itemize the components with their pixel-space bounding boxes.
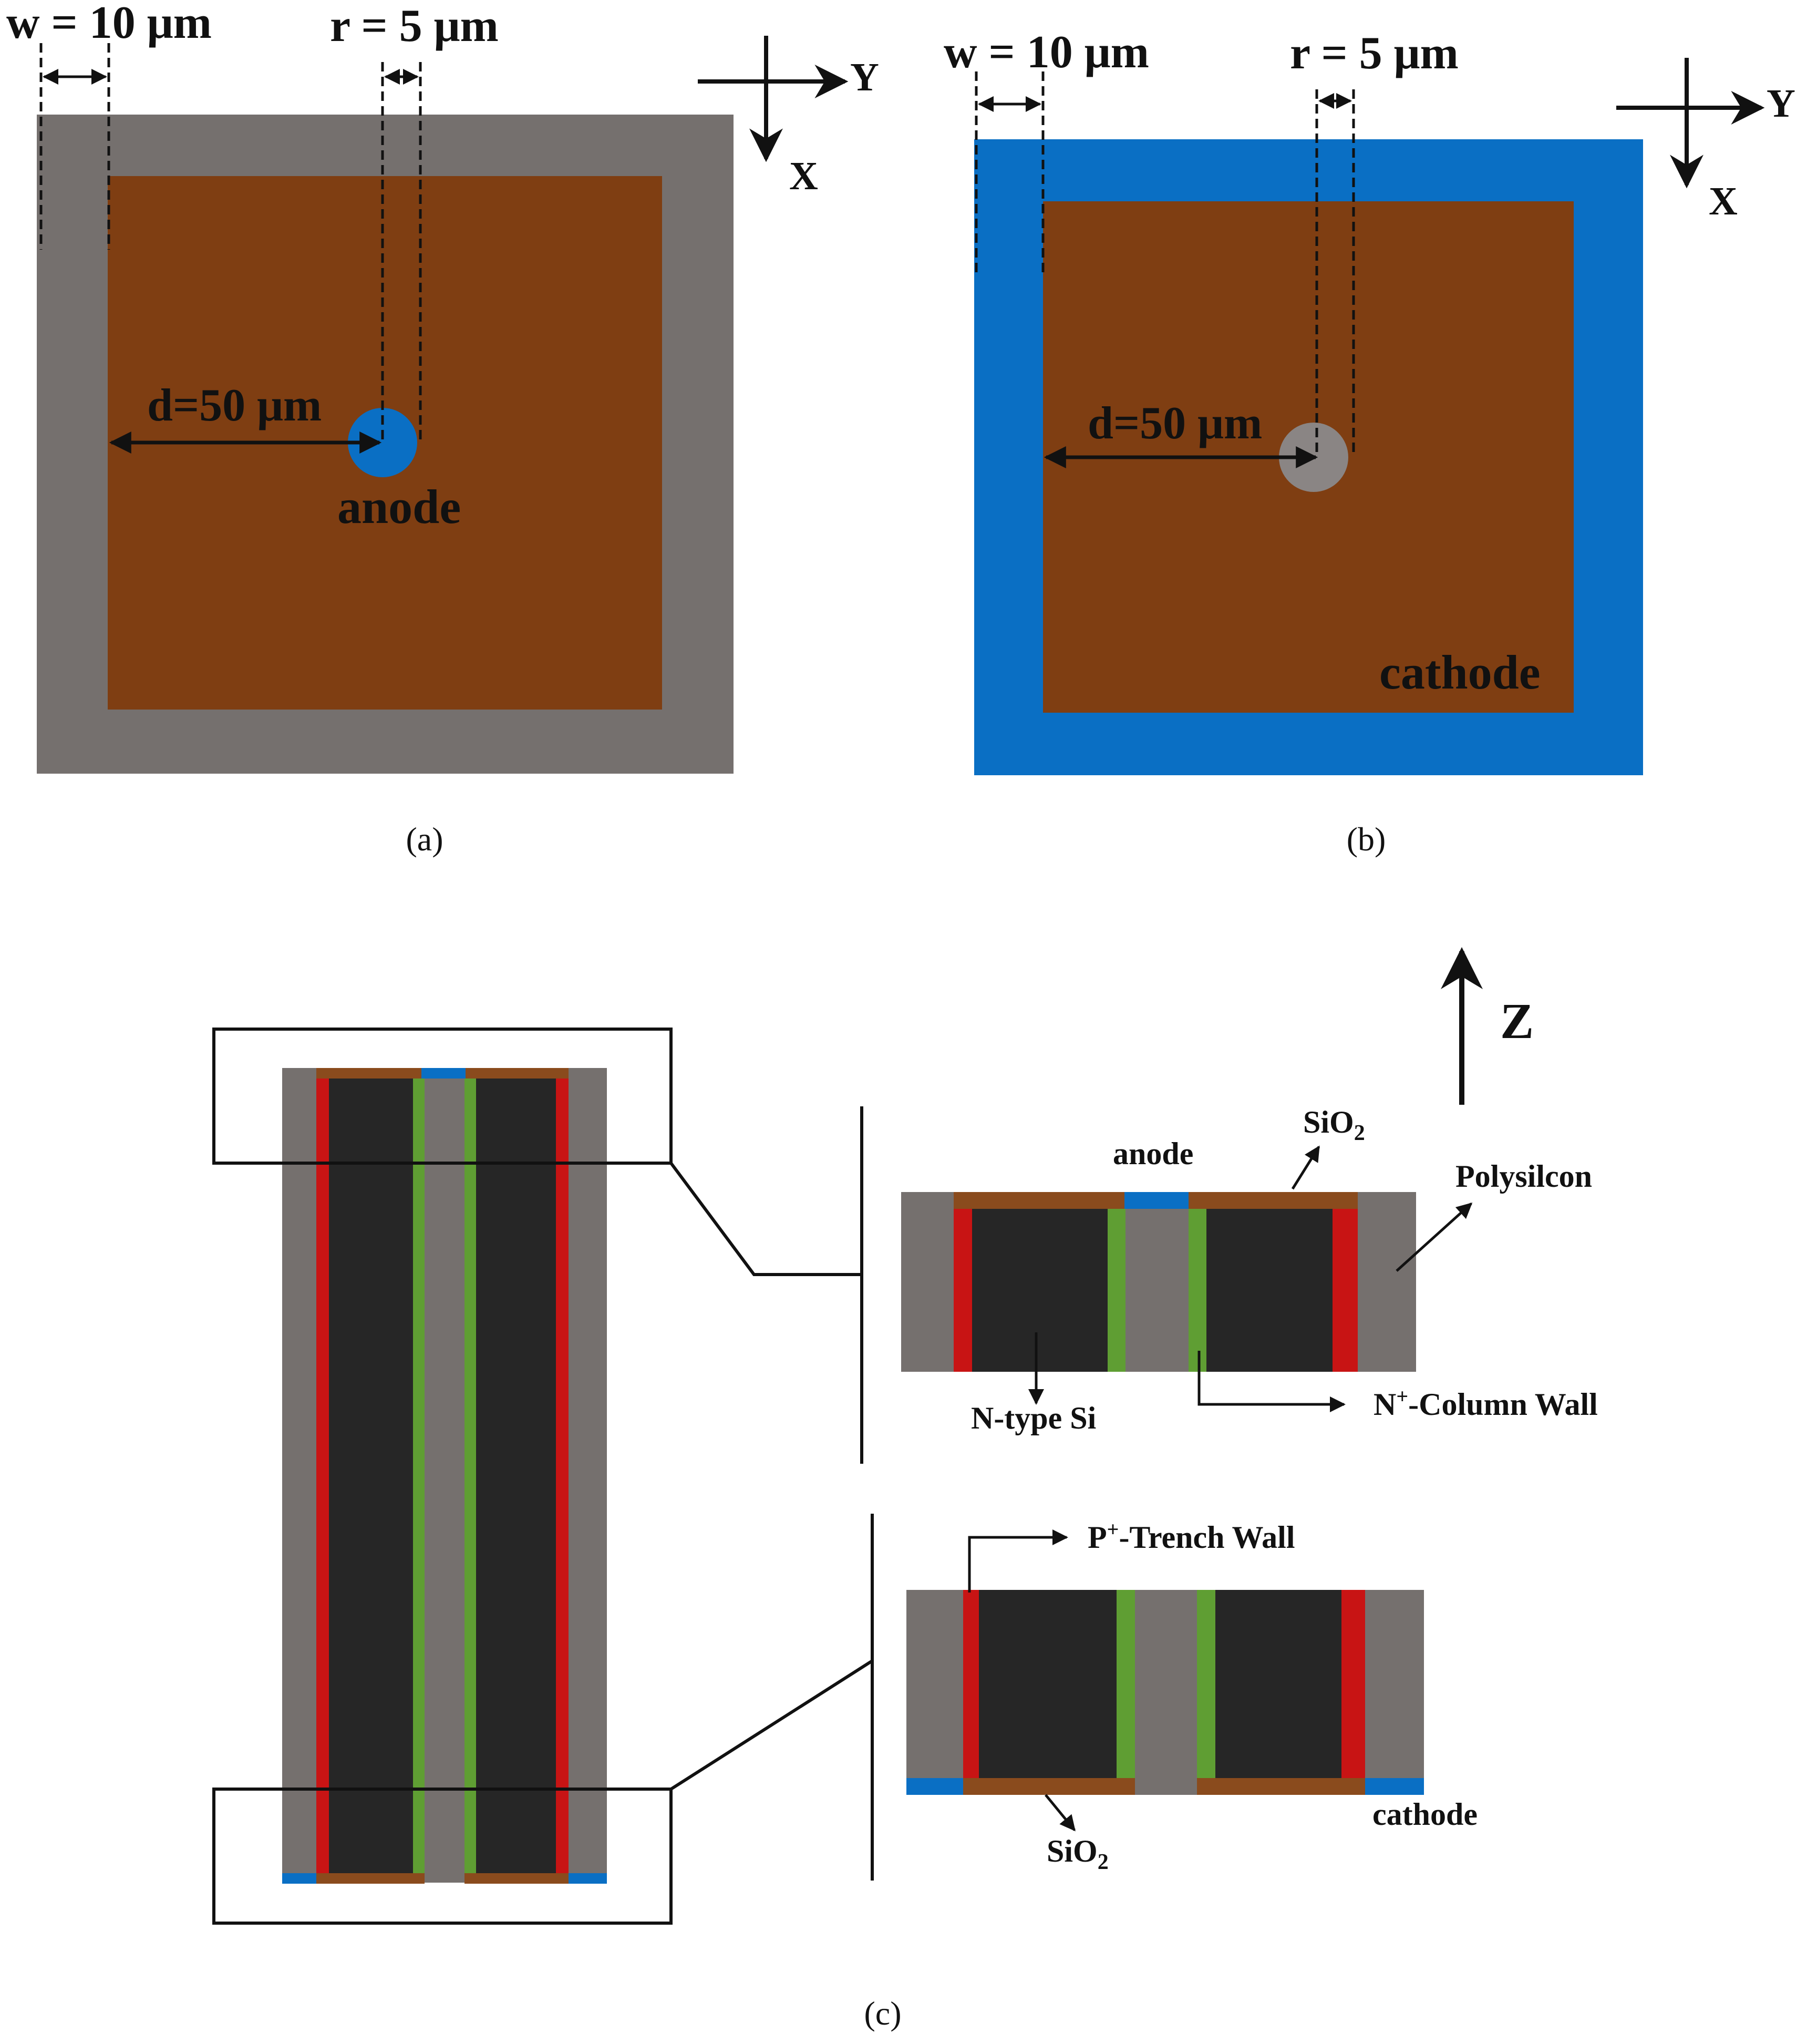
sio2-layer-right bbox=[1189, 1192, 1358, 1209]
panel-b: w = 10 μm r = 5 μm d=50 μm cathode Y X (… bbox=[944, 27, 1795, 858]
n-plus-column-wall-left bbox=[1108, 1209, 1125, 1372]
n-type-si-right bbox=[476, 1079, 556, 1873]
caption-c: (c) bbox=[864, 1995, 901, 2032]
anode-layer bbox=[1124, 1192, 1189, 1209]
sio2-top-left bbox=[316, 1068, 421, 1079]
sio2-bottom-right bbox=[464, 1873, 569, 1884]
n-type-label: N-type Si bbox=[971, 1401, 1096, 1435]
sio2-layer-left bbox=[954, 1192, 1124, 1209]
zoom-connector-bottom bbox=[670, 1659, 873, 1791]
r-label: r = 5 μm bbox=[330, 1, 499, 52]
anode-contact bbox=[348, 408, 417, 477]
p-plus-pointer bbox=[968, 1529, 1068, 1593]
n-type-si-right bbox=[1206, 1209, 1333, 1372]
polysilicon-pointer bbox=[1396, 1202, 1473, 1272]
d-label: d=50 μm bbox=[147, 380, 322, 431]
sio2-layer-right bbox=[1197, 1778, 1365, 1795]
anode-label: anode bbox=[1113, 1136, 1193, 1171]
n-plus-pointer bbox=[1197, 1351, 1346, 1412]
panel-a: w = 10 μm r = 5 μm d=50 μm anode Y X (a) bbox=[6, 0, 879, 858]
sio2-pointer bbox=[1045, 1794, 1076, 1832]
z-axis-label: Z bbox=[1500, 993, 1534, 1049]
n-type-si-left bbox=[329, 1079, 413, 1873]
zoom-box-top bbox=[212, 1028, 673, 1165]
cathode-bottom-right bbox=[569, 1873, 607, 1884]
n-plus-column-wall-left bbox=[1117, 1590, 1135, 1778]
y-axis-label: Y bbox=[1767, 81, 1795, 126]
p-plus-trench-wall-right bbox=[1341, 1590, 1365, 1778]
top-detail: anode SiO2 Polysilcon N-type Si N+-Colum… bbox=[901, 1105, 1598, 1435]
sio2-layer-left bbox=[963, 1778, 1135, 1795]
cathode-label: cathode bbox=[1372, 1797, 1478, 1832]
n-type-si-left bbox=[979, 1590, 1117, 1778]
p-plus-trench-wall-right bbox=[1333, 1209, 1358, 1372]
cathode-layer-left bbox=[906, 1778, 963, 1795]
n-plus-column-wall-right bbox=[464, 1079, 476, 1873]
r-label: r = 5 μm bbox=[1290, 28, 1459, 79]
sio2-top-right bbox=[466, 1068, 569, 1079]
p-plus-trench-wall-left bbox=[963, 1590, 979, 1778]
polysilicon-label: Polysilcon bbox=[1455, 1159, 1592, 1194]
sio2-pointer bbox=[1291, 1145, 1320, 1190]
sio2-label: SiO2 bbox=[1047, 1834, 1109, 1874]
cathode-layer-right bbox=[1365, 1778, 1424, 1795]
n-plus-column-wall-right bbox=[1189, 1209, 1206, 1372]
w-label: w = 10 μm bbox=[944, 27, 1149, 78]
y-axis-label: Y bbox=[850, 55, 879, 99]
n-plus-column-wall-left bbox=[413, 1079, 425, 1873]
n-plus-column-wall-right bbox=[1197, 1590, 1215, 1778]
anode-top bbox=[421, 1068, 466, 1079]
anode-label: anode bbox=[337, 480, 461, 533]
sio2-bottom-left bbox=[316, 1873, 425, 1884]
p-plus-trench-wall-left bbox=[316, 1079, 329, 1873]
cathode-bottom-left bbox=[282, 1873, 316, 1884]
n-type-si-left bbox=[972, 1209, 1108, 1372]
zoom-connector-top bbox=[669, 1162, 862, 1276]
n-plus-column-wall-label: N+-Column Wall bbox=[1374, 1384, 1598, 1422]
x-axis-label: X bbox=[1709, 179, 1738, 223]
caption-b: (b) bbox=[1347, 820, 1386, 858]
n-type-si-right bbox=[1215, 1590, 1341, 1778]
zoom-box-bottom bbox=[212, 1788, 673, 1925]
x-axis-label: X bbox=[789, 154, 818, 198]
p-plus-trench-wall-left bbox=[954, 1209, 972, 1372]
panel-c: Z anode SiO2 Polysilcon N-type Si N+-Col… bbox=[212, 947, 1598, 2032]
column-cross-section bbox=[282, 1068, 607, 1884]
caption-a: (a) bbox=[406, 820, 443, 858]
d-label: d=50 μm bbox=[1088, 398, 1262, 449]
bottom-detail: P+-Trench Wall SiO2 cathode bbox=[906, 1517, 1478, 1874]
w-label: w = 10 μm bbox=[6, 0, 212, 48]
p-plus-trench-wall-right bbox=[556, 1079, 569, 1873]
sio2-label: SiO2 bbox=[1303, 1105, 1365, 1145]
cathode-label: cathode bbox=[1379, 645, 1541, 699]
p-plus-trench-wall-label: P+-Trench Wall bbox=[1088, 1517, 1295, 1555]
